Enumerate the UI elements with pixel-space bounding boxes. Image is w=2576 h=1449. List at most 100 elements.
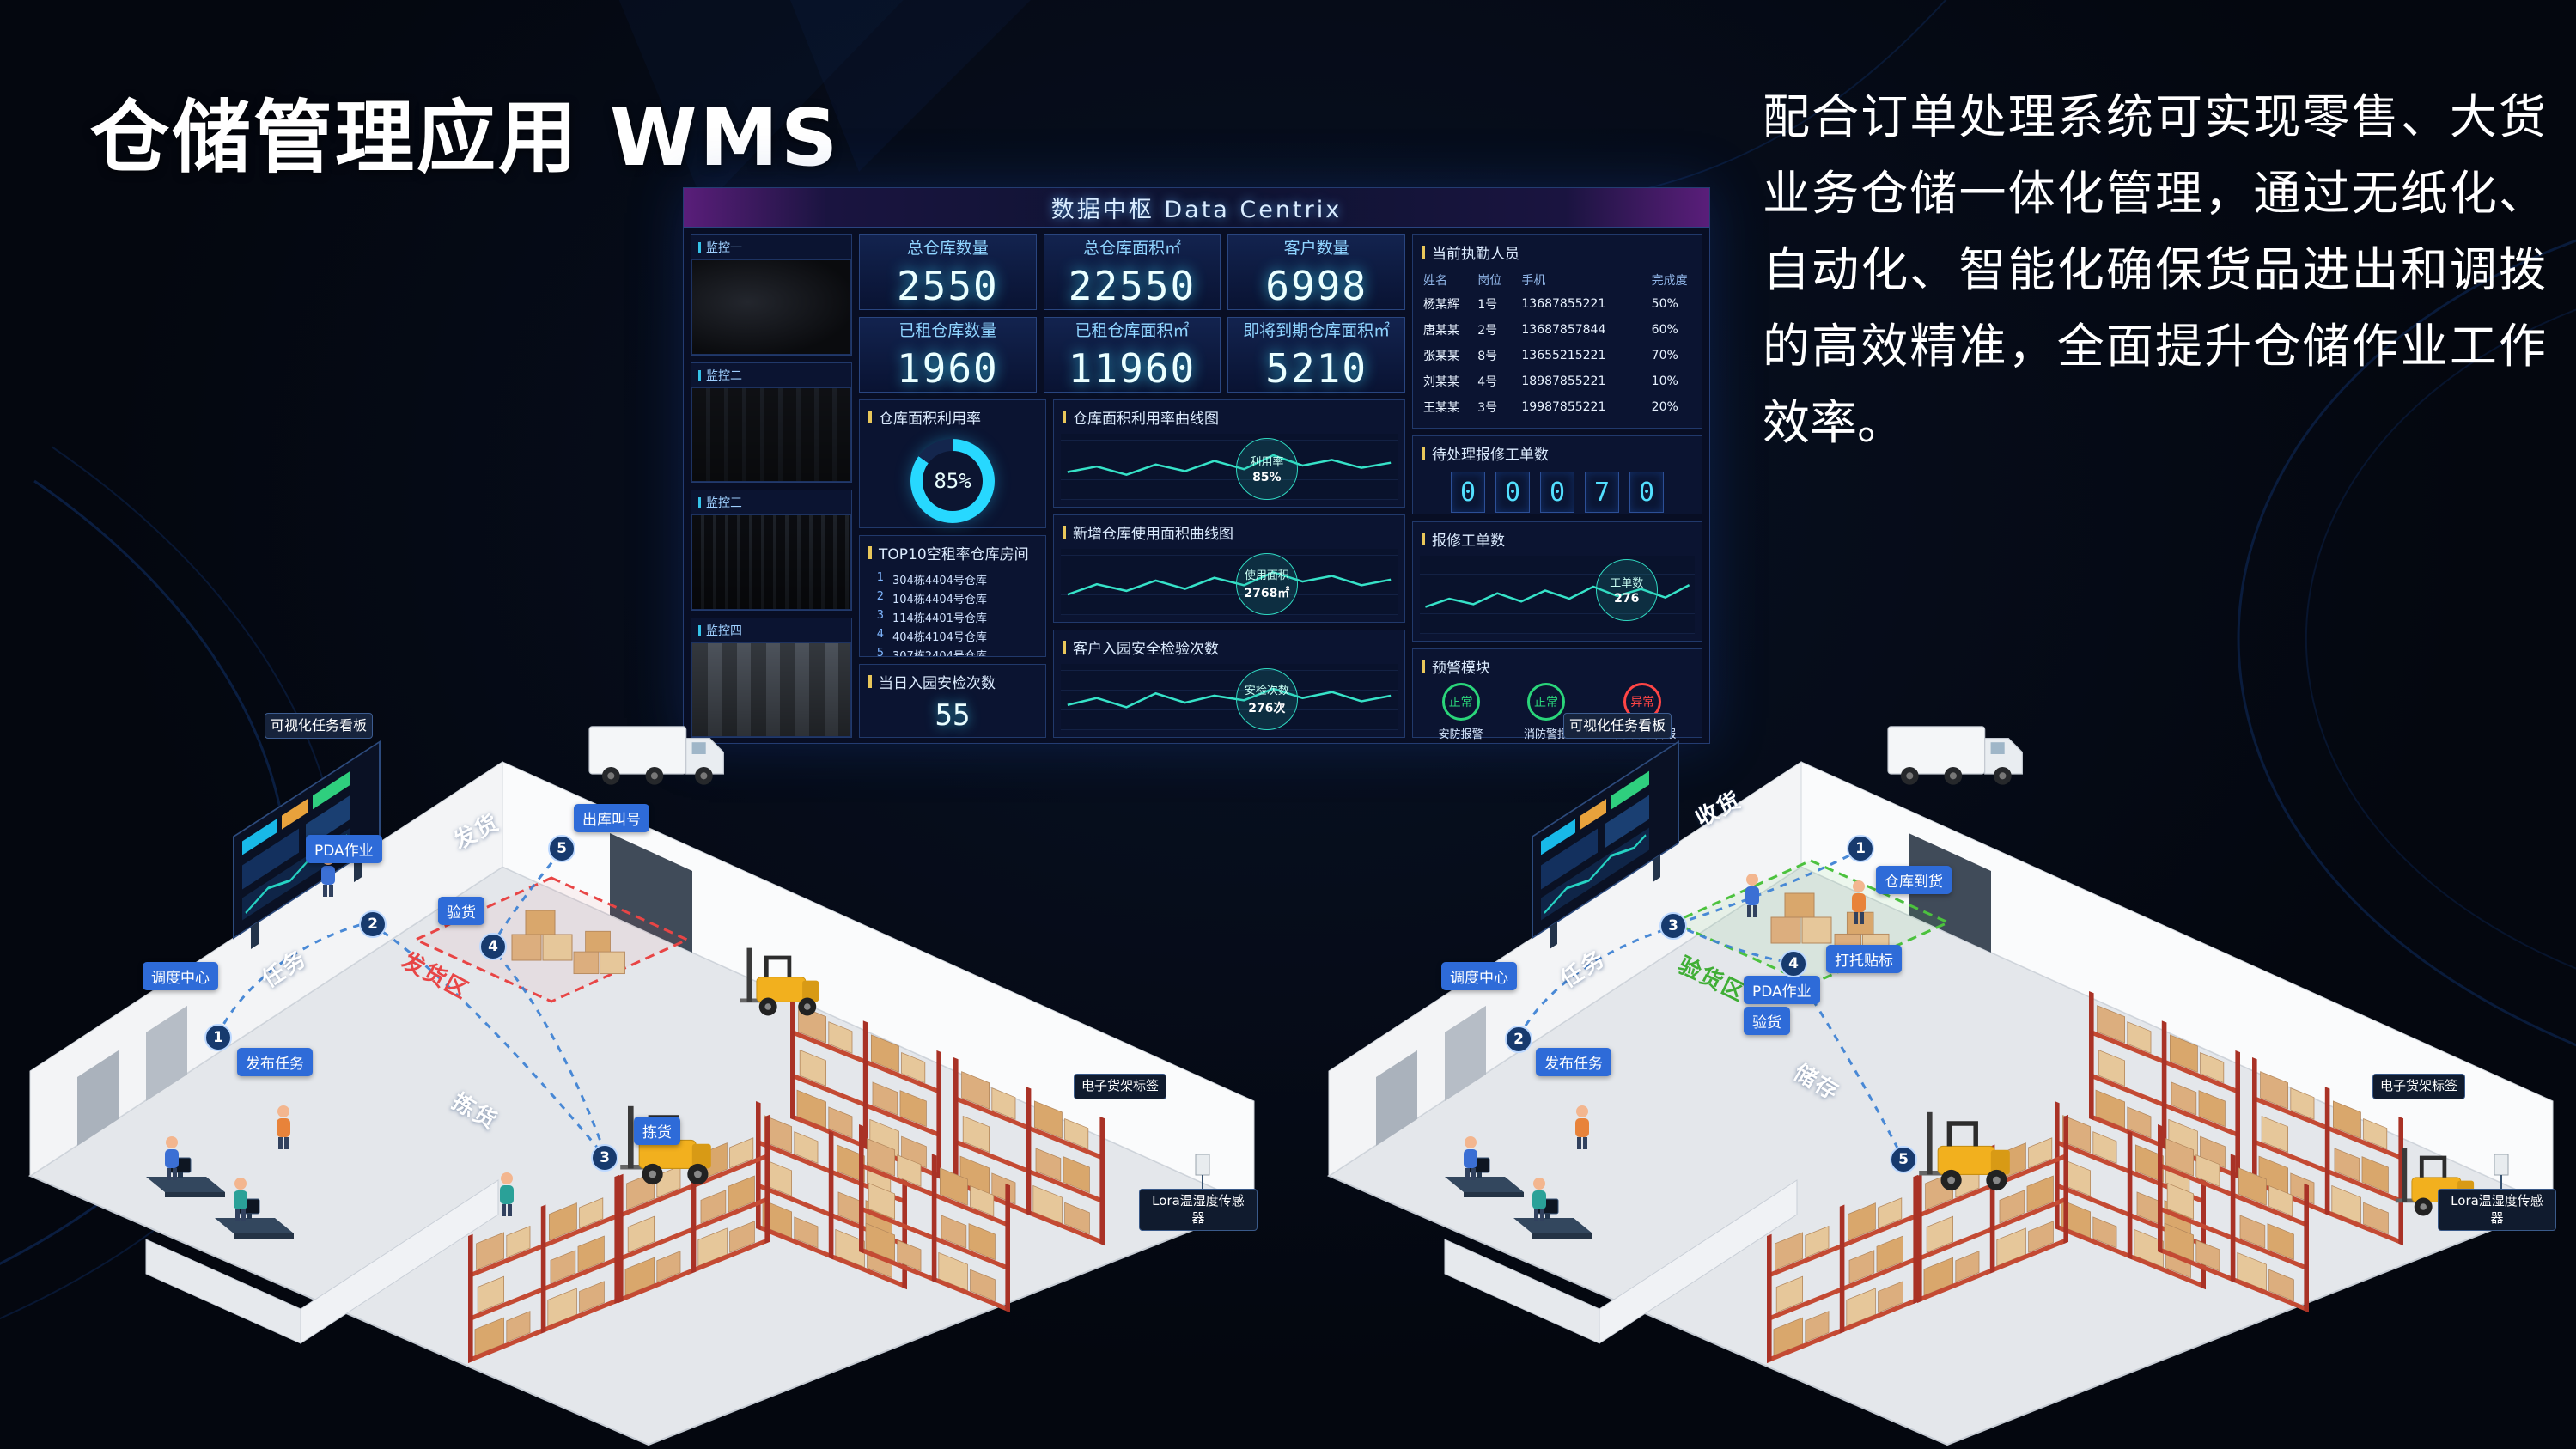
- camera-feed-3: 监控三: [691, 490, 852, 611]
- step-marker-2: 2: [359, 910, 387, 938]
- cell-post: 1号: [1477, 298, 1498, 312]
- kpi-label: 即将到期仓库面积㎡: [1243, 321, 1391, 340]
- new-area-curve-panel: 新增仓库使用面积曲线图 使用面积 2768㎡: [1053, 514, 1405, 623]
- digit-box: 0: [1451, 472, 1485, 513]
- dashboard-header: 数据中枢 Data Centrix: [684, 188, 1709, 228]
- chart-badge: 工单数 276: [1595, 558, 1658, 621]
- lora-sensor: [2494, 1154, 2509, 1190]
- door: [77, 1050, 119, 1146]
- arrival-tag: 仓库到货: [1876, 866, 1952, 894]
- outbound-call-tag: 出库叫号: [574, 804, 649, 832]
- dock-opening: [610, 833, 692, 953]
- alert-label: 安防报警: [1438, 728, 1483, 741]
- warehouse-name: 307栋2404号仓库: [892, 649, 987, 657]
- page-title: 仓储管理应用 WMS: [90, 92, 841, 184]
- step-marker-3: 3: [1659, 912, 1687, 940]
- step-marker-4: 4: [479, 933, 507, 960]
- entry-checks-panel: 当日入园安检次数 55: [859, 664, 1046, 738]
- charts-column: 仓库面积利用率曲线图 利用率 85% 新增仓库使用面积曲线图: [1053, 399, 1405, 738]
- cell-completion: 60%: [1651, 323, 1678, 337]
- kanban-screen: [1532, 740, 1679, 950]
- step-marker-2: 2: [1505, 1026, 1532, 1053]
- kpi-value: 2550: [896, 263, 999, 309]
- col-header: 岗位: [1477, 274, 1502, 288]
- camera-label: 监控二: [691, 363, 851, 387]
- cell-post: 2号: [1477, 324, 1498, 338]
- office-wall: [300, 1179, 499, 1344]
- cell-post: 8号: [1477, 350, 1498, 363]
- digit-box: 0: [1540, 472, 1574, 513]
- panel-title: 报修工单数: [1413, 522, 1702, 556]
- cell-phone: 18987855221: [1521, 374, 1606, 388]
- door: [1445, 1005, 1486, 1101]
- chart-badge: 使用面积 2768㎡: [1235, 552, 1298, 615]
- kpi-total-warehouses: 总仓库数量 2550: [859, 234, 1037, 310]
- digit-box: 0: [1629, 472, 1664, 513]
- on-duty-table: 姓名 岗位 手机 完成度 杨某辉 1号 13687855221: [1413, 269, 1702, 420]
- badge-value: 2768㎡: [1244, 587, 1290, 601]
- alert-status: 正常: [1526, 683, 1565, 721]
- line-chart-svg: [1061, 434, 1398, 500]
- panel-title: 客户入园安全检验次数: [1054, 630, 1404, 664]
- data-centrix-dashboard: 数据中枢 Data Centrix 监控一 监控二 监控三 监控四: [683, 187, 1710, 744]
- shelf-label-tag: 电子货架标签: [1074, 1074, 1167, 1099]
- cell-name: 刘某某: [1423, 375, 1459, 389]
- publish-task-tag: 发布任务: [1536, 1048, 1611, 1076]
- truck: [588, 726, 724, 786]
- shelf-label-tag: 电子货架标签: [2372, 1074, 2466, 1099]
- warehouse-name: 404栋4104号仓库: [892, 630, 987, 644]
- kpi-total-area: 总仓库面积㎡ 22550: [1043, 234, 1221, 310]
- digit-box: 7: [1585, 472, 1619, 513]
- dashboard-title: 数据中枢 Data Centrix: [1050, 197, 1343, 223]
- col-header: 姓名: [1423, 274, 1447, 288]
- step-marker-4: 4: [1780, 950, 1807, 977]
- cell-phone: 19987855221: [1521, 400, 1606, 414]
- camera-feed-2: 监控二: [691, 362, 852, 483]
- line-chart: 利用率 85%: [1061, 434, 1398, 500]
- panel-title: 仓库面积利用率曲线图: [1054, 400, 1404, 434]
- camera-label: 监控一: [691, 235, 851, 259]
- kpi-value: 1960: [896, 345, 999, 392]
- step-marker-5: 5: [548, 835, 575, 862]
- step-marker-1: 1: [204, 1024, 232, 1051]
- pda-work-tag: PDA作业: [1744, 976, 1820, 1004]
- warehouse-scene-inbound: 可视化任务看板 调度中心 发布任务 仓库到货 PDA作业 验货 打托贴标 1 2…: [1316, 708, 2566, 1448]
- table-row: 唐某某 2号 13687857844 60%: [1413, 317, 1702, 343]
- camera-video: [691, 259, 851, 355]
- inspect-tag: 验货: [1744, 1007, 1790, 1035]
- utilization-gauge-panel: 仓库面积利用率 85%: [859, 399, 1046, 528]
- kpi-rented-area: 已租仓库面积㎡ 11960: [1043, 317, 1221, 393]
- alert-fire: 正常 消防警报: [1524, 683, 1568, 741]
- camera-video: [691, 514, 851, 610]
- utilization-gauge: 85%: [910, 439, 995, 523]
- lora-sensor-tag: Lora温湿度传感器: [1139, 1189, 1258, 1231]
- digit-box: 0: [1495, 472, 1530, 513]
- step-marker-5: 5: [1890, 1146, 1917, 1173]
- lora-sensor: [1195, 1154, 1210, 1190]
- palletize-label-tag: 打托贴标: [1826, 945, 1902, 973]
- alert-security: 正常 安防报警: [1439, 683, 1483, 741]
- door: [1376, 1050, 1417, 1146]
- step-marker-3: 3: [591, 1144, 618, 1172]
- line-chart: 安检次数 276次: [1061, 664, 1398, 730]
- warehouse-name: 304栋4404号仓库: [892, 574, 987, 588]
- kanban-board-sign: 可视化任务看板: [1563, 713, 1672, 739]
- line-chart: 使用面积 2768㎡: [1061, 549, 1398, 615]
- line-chart-svg: [1061, 664, 1398, 730]
- warehouse-illustration: [1326, 726, 2555, 1446]
- panel-title: TOP10空租率仓库房间: [860, 536, 1045, 569]
- panel-title: 当日入园安检次数: [860, 665, 1045, 698]
- pending-workorders-panel: 待处理报修工单数 0 0 0 7 0: [1412, 435, 1702, 514]
- col-header: 完成度: [1651, 274, 1688, 288]
- door: [146, 1005, 187, 1101]
- warehouse-name: 114栋4401号仓库: [892, 612, 987, 625]
- badge-value: 276次: [1248, 702, 1286, 716]
- badge-label: 安检次数: [1244, 685, 1289, 698]
- kpi-label: 客户数量: [1283, 239, 1349, 258]
- kpi-label: 总仓库面积㎡: [1082, 239, 1181, 258]
- step-marker-1: 1: [1847, 835, 1874, 862]
